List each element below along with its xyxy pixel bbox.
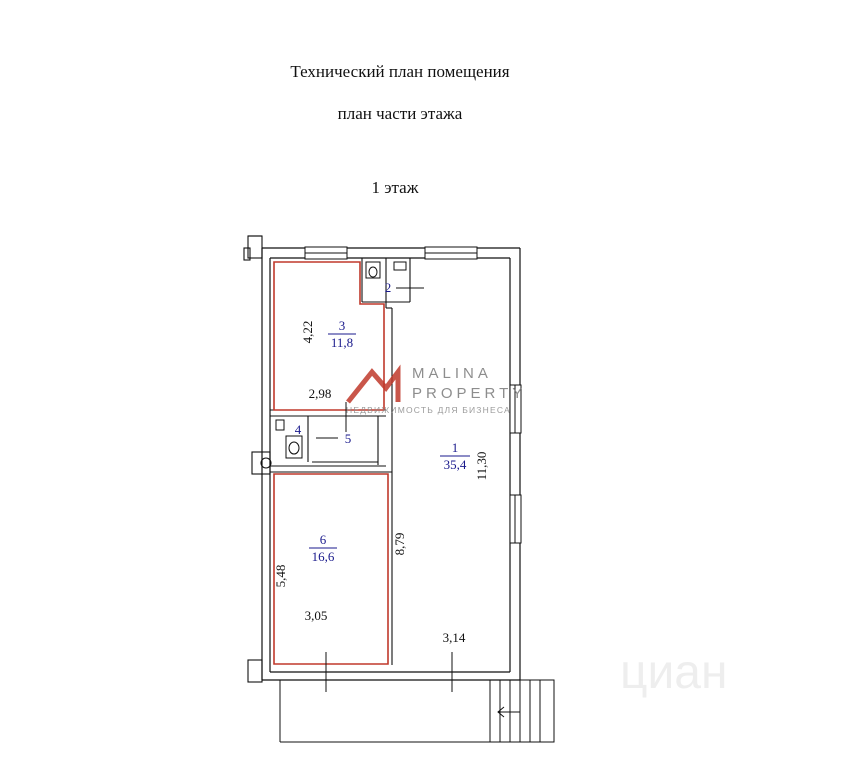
room-6-outline (273, 473, 389, 665)
dim-room1-partition: 8,79 (392, 533, 407, 556)
dim-room6-height: 5,48 (273, 565, 288, 588)
dim-room3-width: 2,98 (309, 386, 332, 401)
side-column (251, 451, 272, 475)
room-4-label: 4 (295, 422, 302, 437)
room-2-number: 2 (385, 280, 392, 295)
room-3-outline (273, 261, 385, 411)
room-6-label: 6 16,6 (309, 532, 337, 564)
room-6-number: 6 (320, 532, 327, 547)
windows (304, 246, 522, 544)
door-marks (316, 274, 453, 692)
room-3-label: 3 11,8 (328, 318, 356, 350)
floor-label: 1 этаж (371, 178, 419, 197)
cian-watermark-text: циан (620, 646, 728, 699)
malina-property-logo: MALINA PROPERTY НЕДВИЖИМОСТЬ ДЛЯ БИЗНЕСА (346, 364, 526, 415)
room-3-area: 11,8 (331, 335, 353, 350)
dim-room3-height: 4,22 (300, 321, 315, 344)
toilet-fixture-room4 (275, 419, 303, 459)
room-5-number: 5 (345, 431, 352, 446)
plan-title: Технический план помещения (290, 62, 510, 81)
room-5-label: 5 (345, 431, 352, 446)
toilet-fixture-room2 (365, 261, 407, 279)
highlighted-rooms (273, 261, 389, 665)
room-1-label: 1 35,4 (440, 440, 470, 472)
room-6-area: 16,6 (312, 549, 335, 564)
entrance-porch (279, 679, 555, 743)
room-4-number: 4 (295, 422, 302, 437)
cian-watermark: циан (620, 646, 728, 699)
room-2-label: 2 (385, 280, 392, 295)
malina-tagline: НЕДВИЖИМОСТЬ ДЛЯ БИЗНЕСА (346, 405, 511, 415)
malina-logo-mark (346, 364, 401, 404)
dim-room1-height: 11,30 (474, 452, 489, 481)
room-3-number: 3 (339, 318, 346, 333)
malina-brand-line1: MALINA (412, 365, 492, 382)
dim-room6-width: 3,05 (305, 608, 328, 623)
dim-room1-width: 3,14 (443, 630, 466, 645)
room-1-number: 1 (452, 440, 459, 455)
malina-brand-line2: PROPERTY (412, 385, 526, 402)
plan-subtitle: план части этажа (337, 104, 463, 123)
corner-column (243, 235, 263, 261)
bottom-column (247, 659, 263, 683)
room-1-area: 35,4 (444, 457, 467, 472)
